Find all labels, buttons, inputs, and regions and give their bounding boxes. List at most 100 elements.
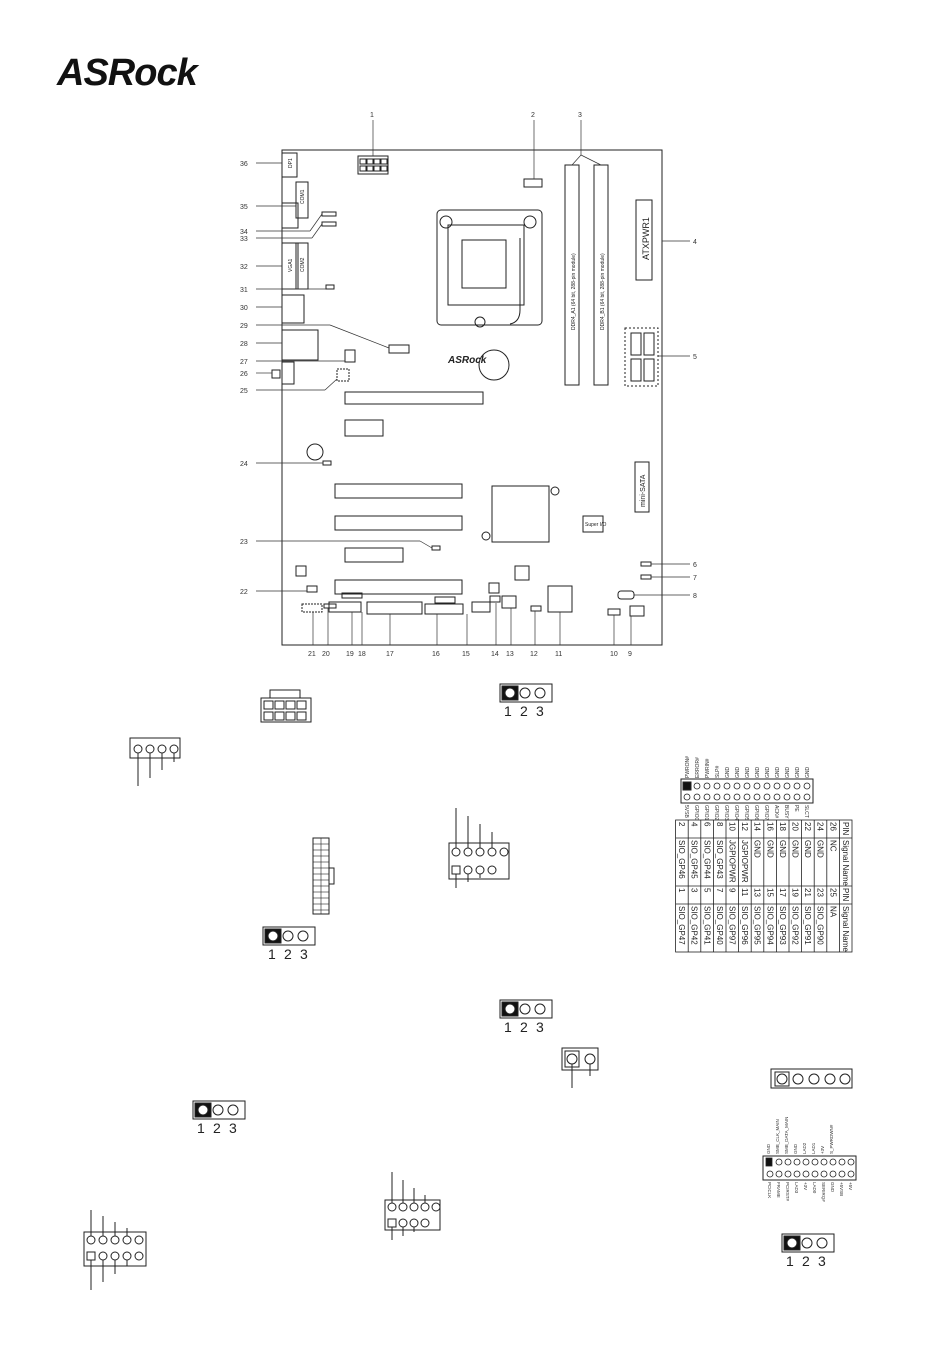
gpio-table-cell: SIO_GP40 bbox=[715, 906, 724, 945]
gpio-table-cell: SIO_GP43 bbox=[715, 840, 724, 879]
gpio-table-cell: 12 bbox=[740, 822, 749, 831]
smb-right-label-6: SERIRQ# bbox=[821, 1182, 826, 1202]
callout-25: 25 bbox=[240, 388, 248, 395]
jumper-c-pin-2: 2 bbox=[520, 1019, 528, 1035]
smb-right-label-0: PCICLK bbox=[767, 1182, 772, 1198]
gpio-table-cell: 13 bbox=[753, 888, 762, 897]
gpio-bottom-label-2: GPIO1 bbox=[703, 805, 709, 821]
gpio-top-label-8: GND bbox=[765, 767, 771, 779]
smb-left-label-7: S_PWRDWN# bbox=[829, 1124, 834, 1154]
gpio-bottom-label-10: BUSY bbox=[783, 805, 789, 819]
smb-right-label-5: LAD0 bbox=[812, 1182, 817, 1194]
gpio-table-cell: 18 bbox=[778, 822, 787, 831]
callout-17: 17 bbox=[386, 651, 394, 658]
jumper-c-pin-1: 1 bbox=[504, 1019, 512, 1035]
callout-28: 28 bbox=[240, 341, 248, 348]
gpio-bottom-label-4: GPIO3 bbox=[723, 805, 729, 821]
gpio-table-cell: 16 bbox=[765, 822, 774, 831]
callout-19: 19 bbox=[346, 651, 354, 658]
gpio-bottom-label-9: ACK# bbox=[773, 805, 779, 818]
callout-11: 11 bbox=[555, 651, 562, 658]
gpio-table-cell: SIO_GP96 bbox=[740, 906, 749, 945]
callout-35: 35 bbox=[240, 204, 248, 211]
port-label-vga1: VGA1 bbox=[288, 258, 294, 272]
gpio-table-cell: GND bbox=[816, 840, 825, 858]
gpio-bottom-label-11: PE bbox=[793, 805, 799, 812]
gpio-top-label-5: GND bbox=[735, 767, 741, 779]
gpio-table-header-cell: Signal Name bbox=[841, 906, 850, 952]
gpio-table-header-cell: PIN bbox=[841, 888, 850, 902]
callout-2: 2 bbox=[531, 112, 535, 119]
gpio-table-cell: SIO_GP42 bbox=[690, 906, 699, 945]
smb-pin-labels: GND SMB_CLK_MAIN SMB_DATA_MAIN GND LAD2 … bbox=[766, 1117, 853, 1203]
jumper-e-pin-3: 3 bbox=[818, 1253, 826, 1269]
jumper-e-pin-1: 1 bbox=[786, 1253, 794, 1269]
gpio-table-cell: 9 bbox=[728, 888, 737, 893]
gpio-table-cell: NC bbox=[828, 840, 837, 852]
callout-9: 9 bbox=[628, 651, 632, 658]
mini-sata-label: mini-SATA bbox=[640, 474, 647, 507]
gpio-table-cell: GND bbox=[765, 840, 774, 858]
smb-left-label-5: LAD1 bbox=[811, 1142, 816, 1154]
callout-7: 7 bbox=[693, 575, 697, 582]
gpio-top-label-9: GND bbox=[775, 767, 781, 779]
gpio-table-cell: 20 bbox=[791, 822, 800, 831]
callout-13: 13 bbox=[506, 651, 514, 658]
gpio-table-cell: 25 bbox=[828, 888, 837, 897]
gpio-table-cell: 6 bbox=[702, 822, 711, 827]
jumper-d-pin-2: 2 bbox=[213, 1120, 221, 1136]
callout-20: 20 bbox=[322, 651, 330, 658]
jumper-c-pin-3: 3 bbox=[536, 1019, 544, 1035]
gpio-table-cell: 26 bbox=[828, 822, 837, 831]
gpio-table-cell: 11 bbox=[740, 888, 749, 897]
callout-26: 26 bbox=[240, 371, 248, 378]
callout-30: 30 bbox=[240, 305, 248, 312]
dimm-b1-label: DDR4_B1 (64 bit, 288-pin module) bbox=[600, 253, 606, 330]
gpio-table-cell: SIO_GP46 bbox=[677, 840, 686, 879]
gpio-top-label-12: GND bbox=[805, 767, 811, 779]
port-com1 bbox=[295, 181, 309, 219]
callout-leaders bbox=[256, 120, 690, 645]
callout-numbers: 1 2 3 4 5 6 7 8 36 35 34 33 32 31 30 29 … bbox=[240, 112, 697, 658]
gpio-table-cell: 21 bbox=[803, 888, 812, 897]
gpio-table-cell: GND bbox=[753, 840, 762, 858]
gpio-table-cell: 15 bbox=[765, 888, 774, 897]
gpio-bottom-label-6: GPIO5 bbox=[743, 805, 749, 821]
smb-right-label-3: LAD3 bbox=[794, 1182, 799, 1194]
callout-1: 1 bbox=[370, 112, 374, 119]
gpio-top-label-2: PWRIN# bbox=[705, 758, 711, 778]
gpio-pin-labels: PWRON# ERROR# PWRIN# SLP# GND GND GND GN… bbox=[685, 756, 811, 778]
gpio-table-cell: GND bbox=[803, 840, 812, 858]
callout-34: 34 bbox=[240, 229, 248, 236]
gpio-bottom-label-12: SLCT bbox=[803, 805, 809, 818]
port-label-dp1: DP1 bbox=[288, 158, 294, 168]
smb-left-label-3: GND bbox=[793, 1143, 798, 1154]
gpio-top-label-6: GND bbox=[745, 767, 751, 779]
port-usb bbox=[281, 294, 305, 324]
gpio-top-label-1: ERROR# bbox=[695, 757, 701, 778]
port-audio bbox=[281, 361, 295, 385]
gpio-pin-labels-bottom: 5VSB GPIO0 GPIO1 GPIO2 GPIO3 GPIO4 GPIO5… bbox=[683, 805, 809, 821]
gpio-table-cell: 2 bbox=[677, 822, 686, 827]
asrock-logo: ASRock bbox=[57, 52, 198, 94]
gpio-top-label-7: GND bbox=[755, 767, 761, 779]
port-dp1 bbox=[281, 152, 298, 178]
gpio-table-cell: 7 bbox=[715, 888, 724, 893]
gpio-bottom-label-7: GPIO6 bbox=[753, 805, 759, 821]
port-label-com1: COM1 bbox=[300, 189, 306, 204]
gpio-table-cell: 23 bbox=[816, 888, 825, 897]
motherboard-layout bbox=[271, 149, 663, 646]
callout-10: 10 bbox=[610, 651, 618, 658]
jumper-d-pin-3: 3 bbox=[229, 1120, 237, 1136]
gpio-bottom-label-0: 5VSB bbox=[683, 805, 689, 818]
jumper-a-pin-1: 1 bbox=[504, 703, 512, 719]
gpio-table-header-cell: Signal Name bbox=[841, 840, 850, 886]
gpio-table-cell: JGPIOPWR bbox=[728, 840, 737, 883]
callout-31: 31 bbox=[240, 287, 248, 294]
gpio-table-cell: 14 bbox=[753, 822, 762, 831]
callout-22: 22 bbox=[240, 589, 248, 596]
callout-6: 6 bbox=[693, 562, 697, 569]
gpio-table-cell: SIO_GP91 bbox=[803, 906, 812, 945]
atxpwr-label: ATXPWR1 bbox=[641, 217, 651, 260]
